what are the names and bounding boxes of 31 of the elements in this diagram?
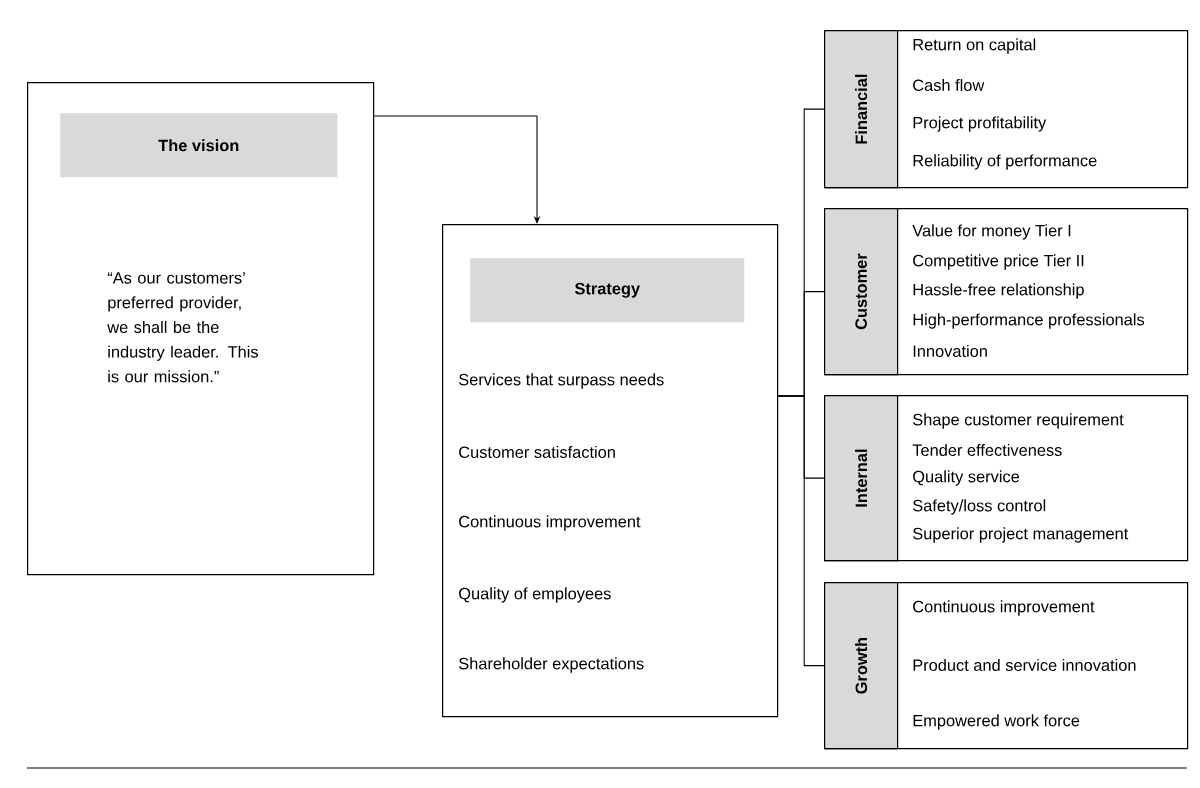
header-box: Strategy xyxy=(470,258,745,323)
list-item: Safety/loss control xyxy=(913,499,1046,515)
list-item: Shape customer requirement xyxy=(913,413,1124,429)
list-item: Innovation xyxy=(913,345,987,358)
quote-text: “As our customers’ preferred provider, we shall be the industry leader. This is our mission.” xyxy=(107,272,258,383)
list-item: Hassle-free relationship xyxy=(913,283,1084,299)
header-box: The vision xyxy=(60,113,338,178)
list-item: High-performance professionals xyxy=(913,313,1145,329)
side-band: Internal xyxy=(824,395,899,562)
list-item: Quality service xyxy=(913,470,1020,486)
list-item: Value for money Tier I xyxy=(912,224,1071,240)
list-item: Return on capital xyxy=(913,38,1036,54)
list-item: Continuous improvement xyxy=(913,600,1095,616)
connector xyxy=(777,395,825,667)
list-item: Tender effectiveness xyxy=(912,444,1062,456)
list-item: Reliability of performance xyxy=(913,154,1097,170)
list-item: Quality of employees xyxy=(459,587,611,603)
list-item: Product and service innovation xyxy=(913,659,1136,671)
side-band: Customer xyxy=(824,208,899,376)
list-item: Continuous improvement xyxy=(459,515,641,531)
list-item: Shareholder expectations xyxy=(459,657,644,673)
side-band: Growth xyxy=(824,582,899,750)
list-item: Competitive price Tier II xyxy=(913,254,1084,270)
list-item: Services that surpass needs xyxy=(459,373,664,389)
connector xyxy=(373,115,541,224)
list-item: Project profitability xyxy=(913,116,1047,132)
list-item: Empowered work force xyxy=(913,714,1080,730)
list-item: Superior project management xyxy=(913,527,1129,543)
side-band: Financial xyxy=(824,30,899,189)
list-item: Customer satisfaction xyxy=(459,446,615,459)
list-item: Cash flow xyxy=(913,79,985,92)
